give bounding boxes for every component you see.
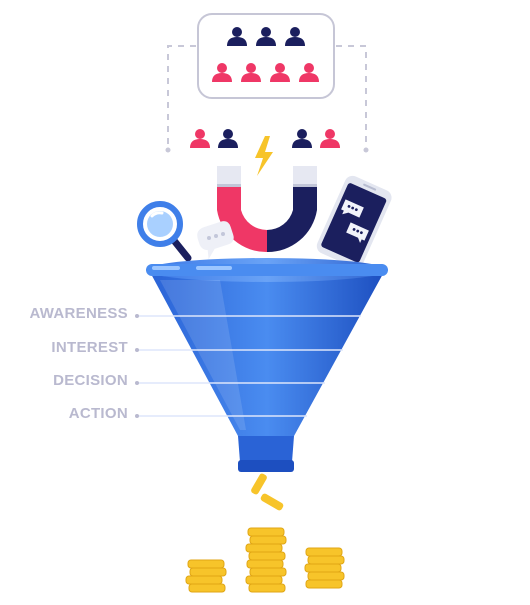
chat-bubble-icon xyxy=(197,221,234,260)
falling-coins xyxy=(251,473,284,511)
stage-dots xyxy=(135,314,139,418)
audience-group-icon xyxy=(197,13,335,99)
magnifier-icon xyxy=(137,201,192,262)
stage-label-interest: INTEREST xyxy=(51,339,128,356)
stage-label-awareness: AWARENESS xyxy=(29,305,128,322)
connector-dot-left xyxy=(165,147,171,153)
stage-divider-lines xyxy=(137,315,361,417)
coin-stack-icon xyxy=(185,527,345,593)
stage-label-decision: DECISION xyxy=(53,372,128,389)
connector-lines xyxy=(167,45,367,148)
stage-label-action: ACTION xyxy=(68,405,128,422)
funnel-icon xyxy=(146,258,388,472)
connector-dot-right xyxy=(363,147,369,153)
lightning-icon xyxy=(255,136,273,176)
smartphone-icon xyxy=(316,175,392,268)
